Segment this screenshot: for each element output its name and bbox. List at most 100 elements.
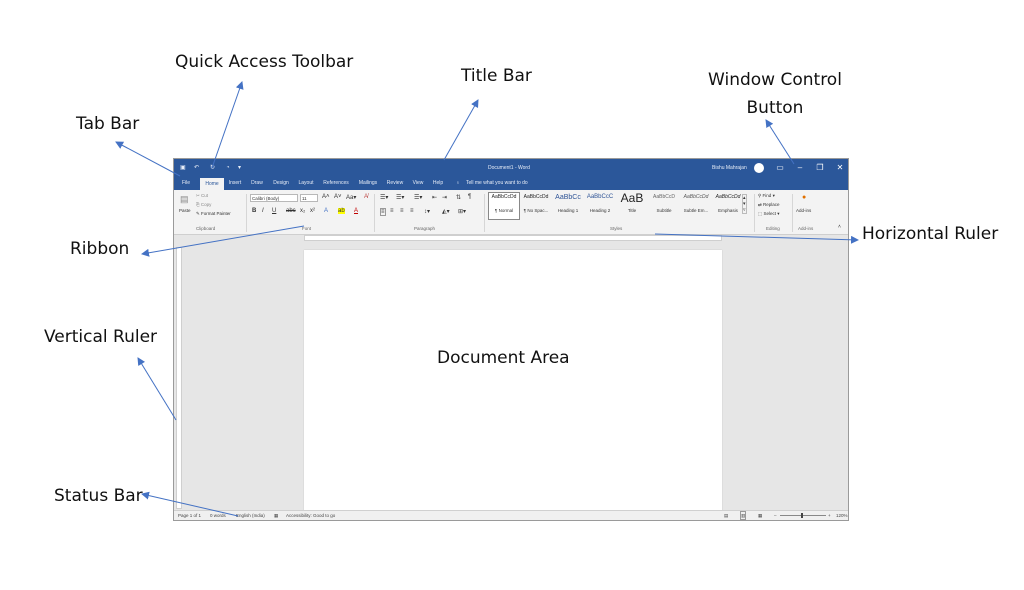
style-name: Emphasis [718,208,738,213]
word-window: ▣ ↶ ↻ ◔ ▾ Document1 - Word Bishu Mahraja… [173,158,849,521]
document-area[interactable] [304,250,722,512]
tab-file[interactable]: File [181,180,191,186]
zoom-slider-thumb[interactable] [801,513,803,518]
cut-button[interactable]: ✂ Cut [196,193,209,198]
bold-icon[interactable]: B [252,208,257,214]
tab-mailings[interactable]: Mailings [358,180,378,186]
select-button[interactable]: ⬚ Select ▾ [758,211,780,216]
italic-icon[interactable]: I [262,208,264,214]
read-mode-icon[interactable]: ▤ [724,513,729,518]
zoom-out-icon[interactable]: – [774,513,777,518]
tab-draw[interactable]: Draw [251,180,263,186]
status-accessibility[interactable]: Accessibility: Good to go [286,513,336,518]
divider [484,194,485,232]
vertical-ruler[interactable] [176,247,182,509]
font-color-icon[interactable]: A [354,208,359,214]
tab-design[interactable]: Design [273,180,289,186]
tab-view[interactable]: View [412,180,424,186]
copy-label: Copy [200,202,212,207]
align-left-icon[interactable]: ≡ [380,208,386,216]
clear-formatting-icon[interactable]: A̸ [364,194,369,200]
format-painter-button[interactable]: ✎ Format Painter [196,211,231,216]
callout-window-control-button: Window Control Button [700,66,850,122]
lightbulb-icon[interactable]: ♁ [456,180,460,186]
ribbon: ▤ Paste ✂ Cut ⎘ Copy ✎ Format Painter Cl… [174,190,848,235]
web-layout-icon[interactable]: ▦ [758,513,763,518]
callout-document-area: Document Area [437,348,570,368]
save-icon[interactable]: ▣ [180,165,186,171]
font-name-select[interactable]: Calibri (Body) [250,194,298,202]
highlight-icon[interactable]: ab [338,208,345,214]
decrease-indent-icon[interactable]: ⇤ [432,195,438,201]
zoom-slider[interactable] [780,515,826,516]
divider [246,194,247,232]
callout-vertical-ruler: Vertical Ruler [44,327,158,347]
tab-references[interactable]: References [323,180,349,186]
multilevel-list-icon[interactable]: ☰▾ [414,195,423,201]
style-preview: AaBbCcDd [523,194,549,200]
horizontal-ruler[interactable] [304,235,722,241]
replace-label: Replace [763,202,780,207]
customize-toolbar-icon[interactable]: ▾ [238,165,242,171]
style-name: Subtle Em... [683,208,709,213]
line-spacing-icon[interactable]: ↕▾ [424,209,431,215]
font-size-value: 11 [302,196,307,201]
shrink-font-icon[interactable]: A˅ [334,194,342,200]
copy-button[interactable]: ⎘ Copy [196,202,212,207]
tab-insert[interactable]: Insert [228,180,242,186]
align-center-icon[interactable]: ≡ [390,208,394,214]
callout-tab-bar: Tab Bar [76,114,140,134]
tab-help[interactable]: Help [432,180,444,186]
addins-button[interactable]: Add-ins [796,208,812,213]
strikethrough-icon[interactable]: abc [286,208,296,214]
text-effects-icon[interactable]: A [324,208,329,214]
sort-icon[interactable]: ⇅ [456,195,462,201]
status-words[interactable]: 0 words [210,513,226,518]
undo-icon[interactable]: ↶ [194,165,200,171]
font-size-select[interactable]: 11 [300,194,318,202]
collapse-ribbon-icon[interactable]: ˄ [838,224,841,230]
redo-icon[interactable]: ↻ [210,165,216,171]
tab-review[interactable]: Review [386,180,404,186]
superscript-icon[interactable]: x² [310,208,315,214]
zoom-in-icon[interactable]: + [828,513,831,518]
tab-layout[interactable]: Layout [298,180,314,186]
ribbon-display-options-icon[interactable]: ▭ [776,163,784,172]
underline-icon[interactable]: U [272,208,277,214]
status-page[interactable]: Page 1 of 1 [178,513,202,518]
borders-icon[interactable]: ⊞▾ [458,209,467,215]
show-marks-icon[interactable]: ¶ [468,194,472,200]
change-case-icon[interactable]: Aa▾ [346,195,357,201]
paste-button[interactable]: Paste [179,208,191,213]
macro-record-icon[interactable]: ▦ [274,513,279,518]
tell-me-box[interactable]: Tell me what you want to do [466,180,528,186]
bullets-icon[interactable]: ☰▾ [380,195,389,201]
avatar[interactable] [754,163,764,173]
status-language[interactable]: English (India) [236,513,265,518]
find-button[interactable]: ⚲ Find ▾ [758,193,775,198]
justify-icon[interactable]: ≡ [410,208,414,214]
restore-icon[interactable]: ❐ [816,163,824,172]
style-preview: AaBbCc [555,194,581,201]
increase-indent-icon[interactable]: ⇥ [442,195,448,201]
style-name: Heading 1 [557,208,579,213]
subscript-icon[interactable]: x₂ [300,208,306,214]
zoom-level[interactable]: 120% [836,513,848,518]
style-normal-frame [488,192,520,220]
tab-home[interactable]: Home [200,178,224,190]
align-right-icon[interactable]: ≡ [400,208,404,214]
user-name[interactable]: Bishu Mahrajan [712,165,747,171]
styles-scroll-icon[interactable]: ▴▾▿ [742,194,747,214]
paste-icon[interactable]: ▤ [180,194,189,204]
touch-mode-icon[interactable]: ◔ [226,165,230,171]
print-layout-icon[interactable]: ▥ [740,511,747,520]
shading-icon[interactable]: ◭▾ [442,209,450,215]
close-icon[interactable]: ✕ [836,163,844,172]
callout-window-control-line1: Window Control [708,70,842,90]
replace-button[interactable]: ⇄ Replace [758,202,780,207]
font-group-label: Font [302,226,312,231]
grow-font-icon[interactable]: A˄ [322,194,330,200]
style-preview: AaBbCcDd [715,194,741,200]
minimize-icon[interactable]: – [797,163,803,172]
numbering-icon[interactable]: ☰▾ [396,195,405,201]
